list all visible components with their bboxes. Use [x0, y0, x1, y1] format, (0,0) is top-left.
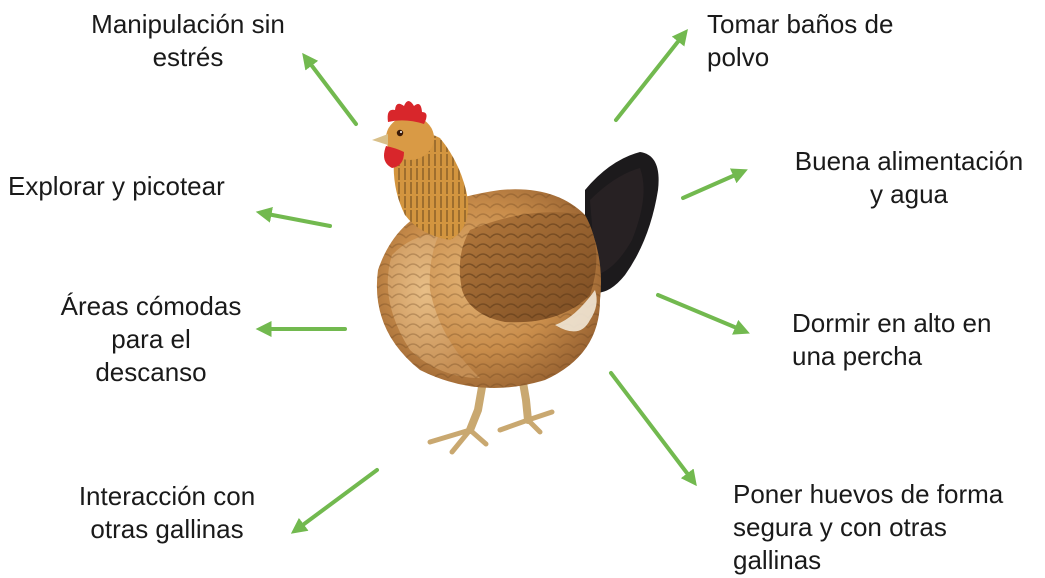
- label-areas-line3: descanso: [95, 357, 207, 387]
- arrow-huevos: [609, 371, 697, 487]
- hen-comb: [387, 101, 427, 124]
- label-interaccion: Interacción con otras gallinas: [60, 480, 274, 546]
- arrow-manipulacion: [302, 52, 358, 126]
- hen-beak: [372, 134, 388, 145]
- label-explorar-line1: Explorar y picotear: [8, 171, 225, 201]
- label-dormir-line2: una percha: [792, 341, 923, 371]
- label-areas-line2: para el: [111, 324, 191, 354]
- label-banos-line1: Tomar baños de: [707, 9, 894, 39]
- label-dormir-line1: Dormir en alto en: [792, 308, 992, 338]
- label-banos-line2: polvo: [707, 42, 770, 72]
- arrow-dormir: [656, 293, 750, 335]
- label-areas: Áreas cómodas para el descanso: [46, 290, 256, 389]
- hen-head: [386, 116, 434, 160]
- label-huevos-line1: Poner huevos de forma: [733, 479, 1004, 509]
- label-interaccion-line2: otras gallinas: [90, 514, 244, 544]
- label-manipulacion-line1: Manipulación sin: [91, 9, 285, 39]
- label-interaccion-line1: Interacción con: [78, 481, 256, 511]
- label-alimentacion: Buena alimentación y agua: [778, 145, 1040, 211]
- label-alimentacion-line2: y agua: [869, 179, 949, 209]
- label-dormir: Dormir en alto en una percha: [792, 307, 1032, 373]
- arrow-alimentacion: [681, 168, 748, 200]
- label-huevos-line3: gallinas: [733, 545, 822, 575]
- label-huevos-line2: segura y con otras: [733, 512, 947, 542]
- arrow-explorar: [255, 206, 332, 228]
- hen-wattle: [384, 146, 404, 168]
- label-manipulacion-line2: estrés: [152, 42, 224, 72]
- label-manipulacion: Manipulación sin estrés: [77, 8, 299, 74]
- label-explorar: Explorar y picotear: [8, 170, 268, 203]
- label-huevos: Poner huevos de forma segura y con otras…: [733, 478, 1033, 577]
- arrow-banos: [614, 28, 688, 122]
- label-banos: Tomar baños de polvo: [707, 8, 937, 74]
- label-areas-line1: Áreas cómodas: [60, 291, 242, 321]
- arrow-interaccion: [290, 468, 379, 534]
- label-alimentacion-line1: Buena alimentación: [794, 146, 1024, 176]
